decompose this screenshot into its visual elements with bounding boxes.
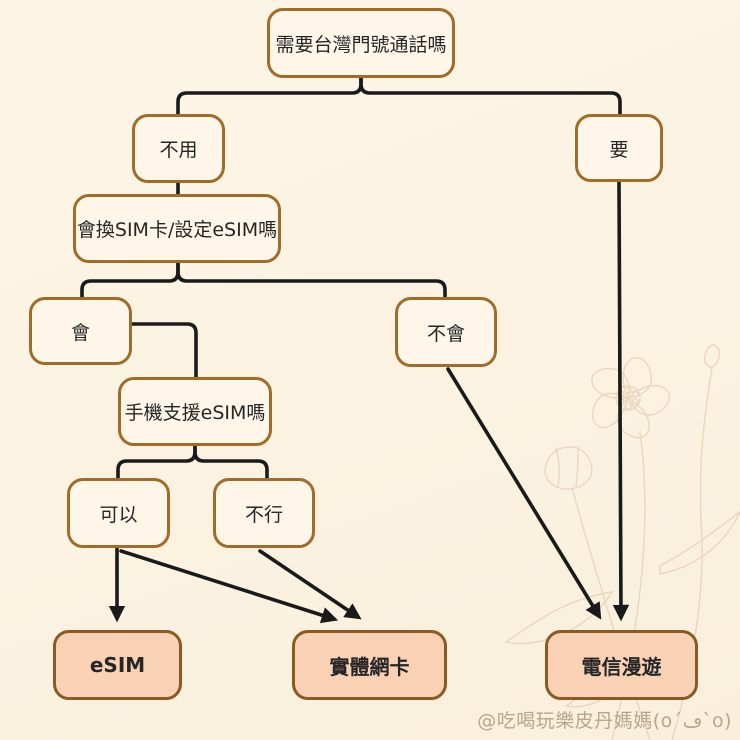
edge-swap-question-to-can bbox=[80, 261, 180, 299]
node-result-esim-label: eSIM bbox=[89, 653, 146, 677]
node-can-swap-label: 會 bbox=[70, 321, 90, 344]
node-result-physical-label: 實體網卡 bbox=[329, 654, 410, 679]
arrow-cannot-to-roaming bbox=[446, 367, 602, 620]
node-q-need-call-label: 需要台灣門號通話嗎 bbox=[275, 33, 447, 56]
node-result-esim: eSIM bbox=[53, 630, 182, 700]
edge-top-to-need bbox=[359, 76, 622, 116]
node-q-can-swap-label: 會換SIM卡/設定eSIM嗎 bbox=[76, 219, 278, 241]
node-esim-ok-label: 可以 bbox=[99, 503, 138, 526]
node-q-phone-esim-label: 手機支援eSIM嗎 bbox=[124, 402, 266, 424]
edge-phone-question-to-no bbox=[193, 444, 269, 480]
node-q-can-swap: 會換SIM卡/設定eSIM嗎 bbox=[73, 194, 281, 263]
node-result-physical: 實體網卡 bbox=[292, 630, 447, 700]
node-result-roaming-label: 電信漫遊 bbox=[581, 654, 662, 679]
node-q-need-call: 需要台灣門號通話嗎 bbox=[267, 8, 455, 78]
node-can-swap: 會 bbox=[29, 297, 132, 365]
node-need: 要 bbox=[575, 114, 663, 182]
node-cannot-swap: 不會 bbox=[395, 297, 497, 367]
node-esim-no-label: 不行 bbox=[244, 503, 283, 526]
arrow-need-to-roaming bbox=[612, 180, 630, 622]
watermark: @吃喝玩樂皮丹媽媽(o´ڡ`o) bbox=[477, 710, 732, 732]
node-q-phone-esim: 手機支援eSIM嗎 bbox=[118, 377, 272, 446]
node-esim-ok: 可以 bbox=[67, 478, 170, 548]
arrow-ok-to-physical bbox=[119, 549, 339, 624]
node-need-label: 要 bbox=[609, 138, 629, 161]
node-no-need: 不用 bbox=[132, 114, 225, 183]
edge-phone-question-to-ok bbox=[116, 444, 197, 480]
node-no-need-label: 不用 bbox=[159, 139, 198, 161]
node-esim-no: 不行 bbox=[213, 478, 315, 548]
edge-top-to-no-need bbox=[176, 76, 363, 116]
edge-can-to-phone-question bbox=[130, 322, 198, 379]
edge-swap-question-to-cannot bbox=[176, 261, 447, 299]
arrow-no-to-physical bbox=[258, 549, 362, 620]
node-cannot-swap-label: 不會 bbox=[426, 322, 465, 345]
node-result-roaming: 電信漫遊 bbox=[545, 630, 698, 700]
